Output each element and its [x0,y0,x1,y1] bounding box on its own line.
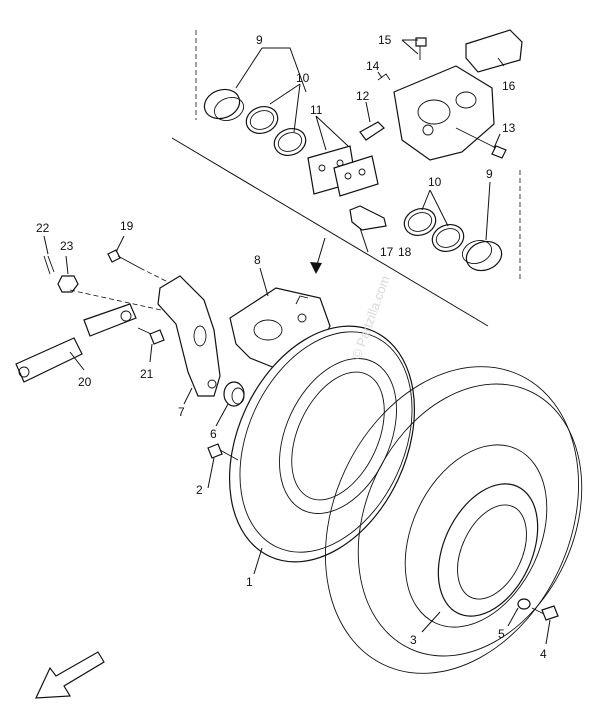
detail-pointer-arrow [310,237,326,274]
callout-7: 7 [178,405,185,419]
torque-rod [15,303,137,383]
callout-1: 1 [246,575,253,589]
callout-labels: 9 10 11 12 14 15 16 13 17 18 10 9 22 23 … [36,33,547,661]
seal-ring-lower-inner [431,224,465,252]
callout-23: 23 [60,239,74,253]
callout-9-lower: 9 [486,167,493,181]
callout-8: 8 [254,253,261,267]
callout-4: 4 [540,647,547,661]
callout-22: 22 [36,221,50,235]
collar [223,381,245,407]
seal-ring-top-inner [273,128,307,156]
callout-21: 21 [140,367,154,381]
caliper-body-detail [393,65,495,161]
bolt-21 [137,327,165,345]
callout-3: 3 [410,633,417,647]
seal-ring-lower-outer [403,208,437,236]
clip [377,73,391,81]
nut [57,275,79,293]
callout-13: 13 [502,121,516,135]
caliper-pin-bolt [455,127,507,159]
cotter-pin [43,255,55,275]
callout-9: 9 [256,33,263,47]
callout-19: 19 [120,219,134,233]
pad-spring [359,121,385,141]
callout-16: 16 [502,79,516,93]
callout-10: 10 [296,71,310,85]
arrow-down-left-icon [35,651,105,699]
callout-12: 12 [356,89,370,103]
pad-support [349,205,387,231]
callout-18: 18 [398,245,412,259]
seal-ring-top-outer [245,106,279,134]
leader-lines [43,39,551,645]
caliper-detail-boundary [171,30,521,327]
brake-pad-set [307,145,379,197]
callout-10-lower: 10 [428,175,442,189]
bleed-screw [415,37,427,60]
rear-wheel [325,366,583,674]
callout-20: 20 [78,375,92,389]
caliper-bracket [157,275,221,397]
axle-bolt [531,605,559,621]
callout-14: 14 [366,59,380,73]
brake-disc [228,325,416,563]
caliper-cap [465,29,523,73]
disc-bolt [207,443,239,461]
callout-2: 2 [196,483,203,497]
callout-17: 17 [380,245,394,259]
callout-11: 11 [310,103,323,117]
piston-lower [461,240,503,272]
callout-15: 15 [378,33,392,47]
washer [517,598,531,610]
callout-5: 5 [498,627,505,641]
piston-top [203,88,245,121]
bolt-19 [107,249,141,269]
callout-6: 6 [210,427,217,441]
